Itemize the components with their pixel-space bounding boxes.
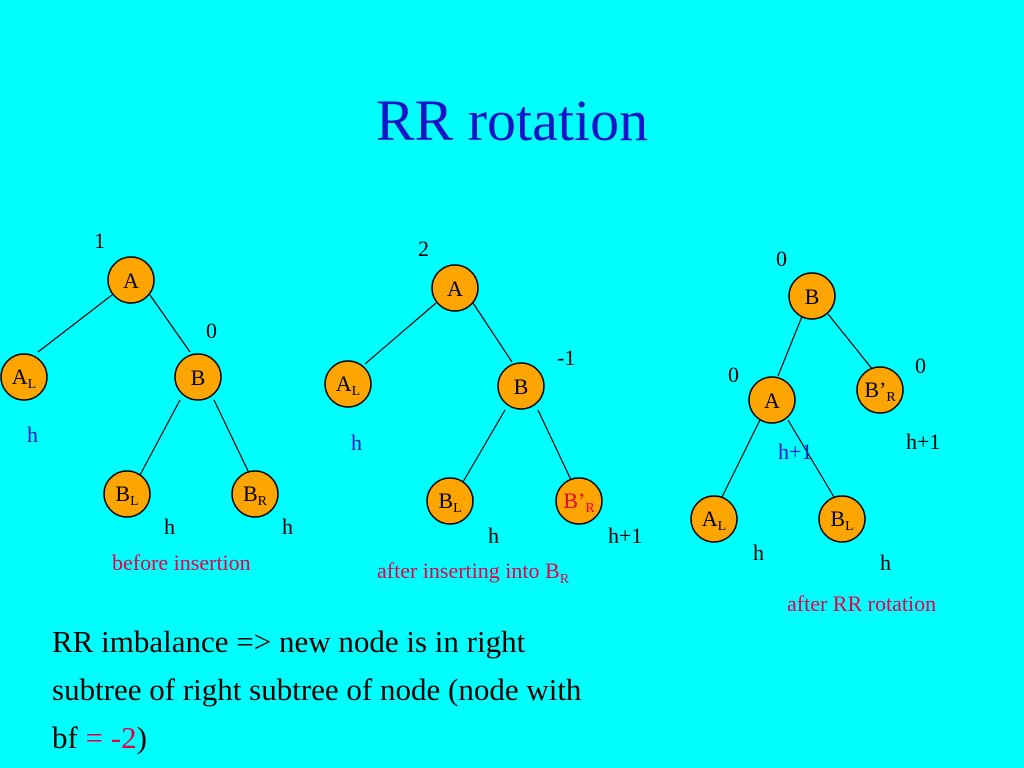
caption-after-inserting: after inserting into BR [377, 558, 570, 587]
edge-a-al [721, 419, 761, 498]
node-al: AL [690, 495, 738, 543]
edge-b-br [537, 409, 573, 483]
edge-b-a [777, 313, 804, 377]
balance-factor-b: 0 [776, 246, 787, 271]
balance-factor-a: 2 [418, 236, 429, 261]
tree-before-insertion: 1 0 A AL B BL BR h h h before insertion [0, 228, 293, 575]
node-br: BR [231, 470, 279, 518]
node-bl: BL [103, 470, 151, 518]
svg-text:BR: BR [243, 481, 268, 509]
svg-text:B: B [514, 374, 529, 399]
edge-a-bl [787, 419, 835, 498]
svg-text:A: A [447, 276, 463, 301]
node-bl: BL [818, 495, 866, 543]
height-bl: h [488, 523, 499, 548]
svg-text:BL: BL [830, 506, 853, 534]
balance-factor-a: 1 [94, 228, 105, 253]
node-bl: BL [426, 477, 474, 525]
bf-value-highlight: = -2 [85, 720, 137, 755]
node-al: AL [324, 360, 372, 408]
height-a: h+1 [778, 439, 812, 464]
svg-text:AL: AL [702, 506, 726, 534]
svg-text:B: B [805, 284, 820, 309]
svg-text:B’R: B’R [864, 377, 896, 405]
height-bl: h [880, 550, 891, 575]
svg-text:AL: AL [12, 364, 36, 392]
node-al: AL [0, 353, 48, 401]
edge-b-bl [462, 409, 506, 483]
svg-text:BL: BL [115, 481, 138, 509]
balance-factor-br: 0 [915, 353, 926, 378]
edge-a-al [37, 294, 113, 353]
svg-text:B: B [191, 365, 206, 390]
height-br: h [282, 514, 293, 539]
node-b: B [497, 362, 545, 410]
node-a: A [431, 264, 479, 312]
edge-b-bl [139, 399, 181, 476]
svg-text:AL: AL [336, 371, 360, 399]
edge-a-b [472, 302, 513, 363]
caption-after-rr-rotation: after RR rotation [787, 591, 936, 616]
balance-factor-a: 0 [728, 362, 739, 387]
node-br: B’R [856, 366, 904, 414]
node-br-new: B’R [555, 477, 603, 525]
balance-factor-b: 0 [206, 318, 217, 343]
height-al: h [27, 422, 38, 447]
node-a: A [107, 256, 155, 304]
height-al: h [351, 430, 362, 455]
slide-title: RR rotation [375, 88, 649, 153]
height-bl: h [164, 514, 175, 539]
summary-text: RR imbalance => new node is in right sub… [52, 624, 582, 755]
svg-text:BL: BL [438, 488, 461, 516]
node-b: B [174, 353, 222, 401]
svg-text:A: A [764, 388, 780, 413]
svg-text:B’R: B’R [563, 488, 595, 516]
height-al: h [753, 540, 764, 565]
node-a: A [748, 376, 796, 424]
height-br: h+1 [608, 523, 642, 548]
balance-factor-b: -1 [557, 345, 575, 370]
edge-a-al [364, 302, 437, 365]
edge-b-br [213, 399, 251, 476]
node-b: B [788, 272, 836, 320]
svg-text:A: A [123, 268, 139, 293]
tree-after-rr-rotation: 0 0 0 B A B’R AL BL h+1 h+1 h h after RR… [690, 246, 940, 616]
tree-after-inserting: 2 -1 A AL B BL B’R h h h+1 after inserti… [324, 236, 642, 587]
caption-before-insertion: before insertion [112, 550, 251, 575]
edge-a-b [149, 294, 191, 353]
height-br: h+1 [906, 429, 940, 454]
edge-b-br [827, 313, 874, 371]
